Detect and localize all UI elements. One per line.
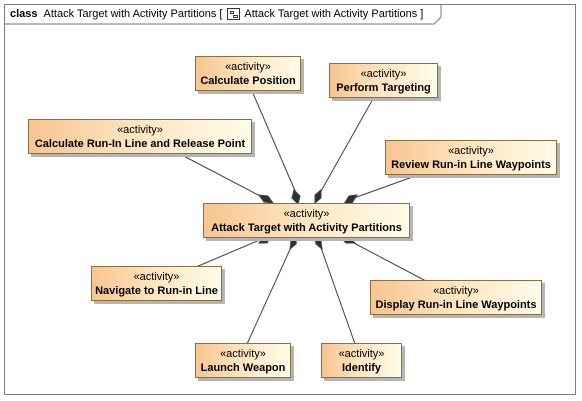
stereotype-label: «activity» — [220, 347, 266, 360]
frame-name: Attack Target with Activity Partitions — [43, 8, 217, 20]
stereotype-label: «activity» — [225, 60, 271, 73]
activity-name: Identify — [341, 361, 382, 374]
activity-attack-target[interactable]: «activity» Attack Target with Activity P… — [203, 203, 410, 238]
edge-perform-targeting[interactable] — [319, 96, 375, 194]
composition-diamond-identify — [314, 234, 323, 251]
edge-calc-position[interactable] — [251, 90, 297, 194]
frame-bracket-close: ] — [420, 8, 424, 20]
frame-bracket-open: [ — [219, 8, 223, 20]
frame-kind: class — [10, 8, 38, 20]
activity-name: Review Run-in Line Waypoints — [391, 158, 551, 171]
stereotype-label: «activity» — [283, 207, 330, 220]
stereotype-label: «activity» — [133, 270, 180, 283]
activity-name: Calculate Run-In Line and Release Point — [34, 137, 246, 150]
activity-launch-weapon[interactable]: «activity» Launch Weapon — [195, 343, 291, 378]
frame-tab-outline — [4, 4, 442, 25]
composition-diamond-perform-targeting — [314, 188, 322, 205]
activity-calculate-position[interactable]: «activity» Calculate Position — [195, 56, 301, 91]
activity-review-runin-waypoints[interactable]: «activity» Review Run-in Line Waypoints — [385, 140, 557, 175]
activity-name: Calculate Position — [200, 74, 296, 87]
activity-name: Perform Targeting — [336, 81, 431, 94]
composition-diamond-launch-weapon — [289, 234, 298, 251]
activity-calculate-runin-line[interactable]: «activity» Calculate Run-In Line and Rel… — [28, 119, 252, 154]
class-diagram-icon — [227, 8, 241, 20]
edge-launch-weapon[interactable] — [246, 244, 293, 345]
activity-name: Display Run-in Line Waypoints — [375, 298, 537, 311]
activity-identify[interactable]: «activity» Identify — [321, 343, 402, 378]
stereotype-label: «activity» — [117, 123, 163, 136]
stereotype-label: «activity» — [448, 144, 494, 157]
activity-display-runin-waypoints[interactable]: «activity» Display Run-in Line Waypoints — [370, 280, 542, 315]
edge-navigate[interactable] — [195, 238, 263, 268]
edge-review-waypoints[interactable] — [353, 174, 419, 199]
stereotype-label: «activity» — [433, 284, 479, 297]
edge-display-waypoints[interactable] — [351, 241, 427, 282]
edge-calc-runin[interactable] — [177, 152, 263, 198]
stereotype-label: «activity» — [338, 347, 385, 360]
activity-name: Attack Target with Activity Partitions — [211, 221, 402, 234]
frame-diagram-name: Attack Target with Activity Partitions — [244, 8, 418, 20]
activity-name: Navigate to Run-in Line — [95, 284, 218, 297]
activity-perform-targeting[interactable]: «activity» Perform Targeting — [329, 63, 438, 98]
composition-diamond-calc-runin — [257, 194, 275, 204]
composition-diamond-calc-position — [291, 189, 301, 205]
stereotype-label: «activity» — [360, 67, 407, 80]
frame-tab: class Attack Target with Activity Partit… — [4, 4, 436, 24]
edge-identify[interactable] — [319, 244, 356, 345]
activity-name: Launch Weapon — [200, 361, 286, 374]
activity-navigate-runin-line[interactable]: «activity» Navigate to Run-in Line — [91, 266, 222, 301]
